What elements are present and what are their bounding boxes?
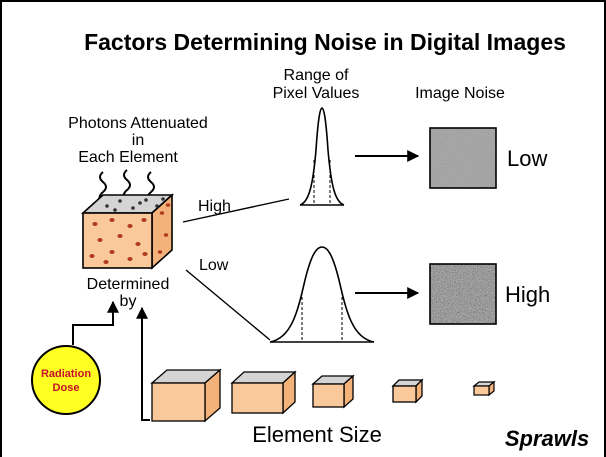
right-border xyxy=(604,0,606,457)
element-size-label: Element Size xyxy=(252,422,382,447)
low-noise-image xyxy=(429,127,497,189)
low-path-label: Low xyxy=(199,257,229,274)
radiation-dose-circle xyxy=(31,345,101,415)
cube-size-s xyxy=(391,378,424,404)
cube-front-face xyxy=(82,212,153,269)
narrow-curve xyxy=(299,107,345,206)
cube-size-m xyxy=(311,374,355,409)
radiation-label-line2: Dose xyxy=(53,382,80,394)
photons-label-line3: Each Element xyxy=(78,149,178,166)
cube-size-xl xyxy=(150,368,222,423)
voxel-cube xyxy=(80,193,175,270)
title: Factors Determining Noise in Digital Ima… xyxy=(84,29,566,55)
range-label-line1: Range of xyxy=(284,67,349,84)
high-noise-label: High xyxy=(505,282,550,307)
photons-label-line1: Photons Attenuated xyxy=(68,115,208,132)
image-noise-label: Image Noise xyxy=(415,85,505,102)
signature: Sprawls xyxy=(505,426,589,451)
left-border xyxy=(0,0,2,457)
range-label-line2: Pixel Values xyxy=(273,85,360,102)
wide-curve xyxy=(269,246,375,343)
cube-top-dots xyxy=(105,197,165,212)
wide-distribution xyxy=(269,246,375,343)
low-noise-label: Low xyxy=(507,146,547,171)
cube-attenuation-dots xyxy=(89,203,171,264)
high-path-label: High xyxy=(198,198,231,215)
high-noise-image xyxy=(429,263,497,325)
photons-label-line2: in xyxy=(132,132,144,149)
determined-label: Determined xyxy=(87,276,170,293)
top-border xyxy=(0,0,606,2)
cube-size-xs xyxy=(472,380,496,397)
high-path-line xyxy=(182,198,290,223)
radiation-label-line1: Radiation xyxy=(41,368,91,380)
element-size-arrow-icon xyxy=(136,306,150,421)
radiation-arrow-icon xyxy=(72,300,119,345)
cube-size-l xyxy=(230,370,297,415)
low-path-line xyxy=(185,269,271,341)
element-size-cubes xyxy=(150,368,496,423)
narrow-distribution xyxy=(299,107,345,206)
by-label: by xyxy=(120,293,137,310)
